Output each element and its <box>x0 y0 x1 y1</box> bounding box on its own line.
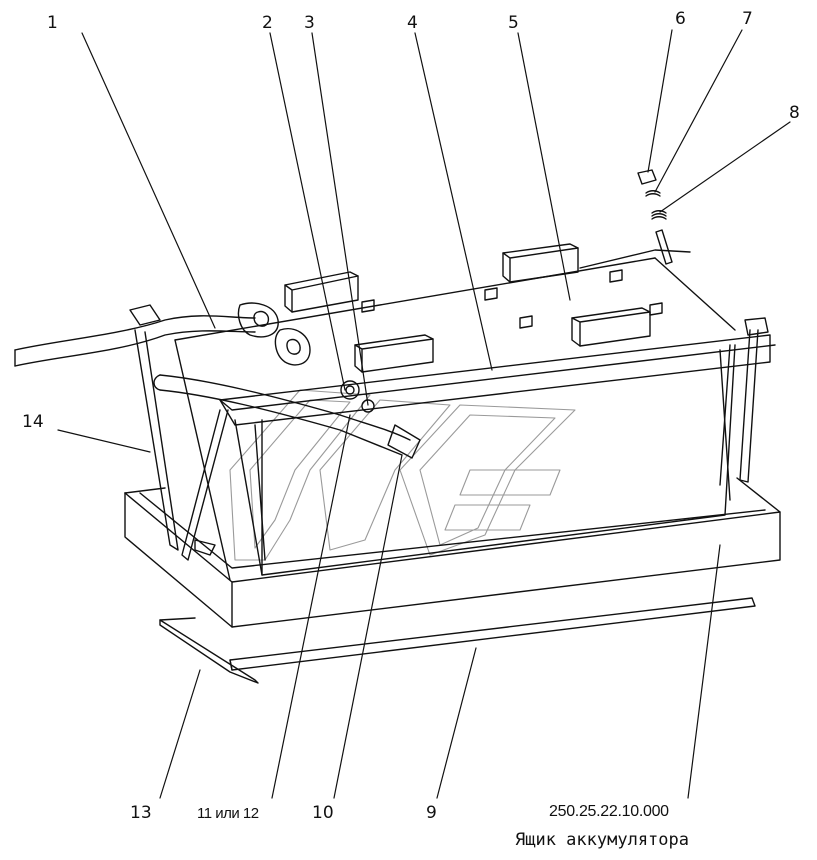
drawing-title: Ящик аккумулятора <box>515 830 689 850</box>
battery-tray <box>124 477 781 628</box>
callout-3: 3 <box>304 13 315 33</box>
battery-body <box>174 257 736 581</box>
callout-9: 9 <box>426 803 437 823</box>
small-parts <box>637 169 673 265</box>
top-clamp-bar <box>219 249 776 426</box>
cable-center <box>153 328 421 459</box>
vent-plugs <box>361 269 663 329</box>
terminal-covers <box>284 243 651 373</box>
watermark-logo <box>229 389 576 561</box>
hold-down-rods <box>129 304 769 561</box>
callout-7: 7 <box>742 9 753 29</box>
callout-1: 1 <box>47 13 58 33</box>
leader-lines <box>57 29 791 799</box>
callout-2: 2 <box>262 13 273 33</box>
cable-left <box>14 302 279 367</box>
callout-6: 6 <box>675 9 686 29</box>
insulating-plates <box>159 597 756 684</box>
callout-5: 5 <box>508 13 519 33</box>
callout-4: 4 <box>407 13 418 33</box>
callout-14: 14 <box>22 412 44 432</box>
drawing-code: 250.25.22.10.000 <box>549 803 669 820</box>
callout-8: 8 <box>789 103 800 123</box>
callout-11-or-12: 11 или 12 <box>197 805 259 822</box>
callout-13: 13 <box>130 803 152 823</box>
callout-10: 10 <box>312 803 334 823</box>
